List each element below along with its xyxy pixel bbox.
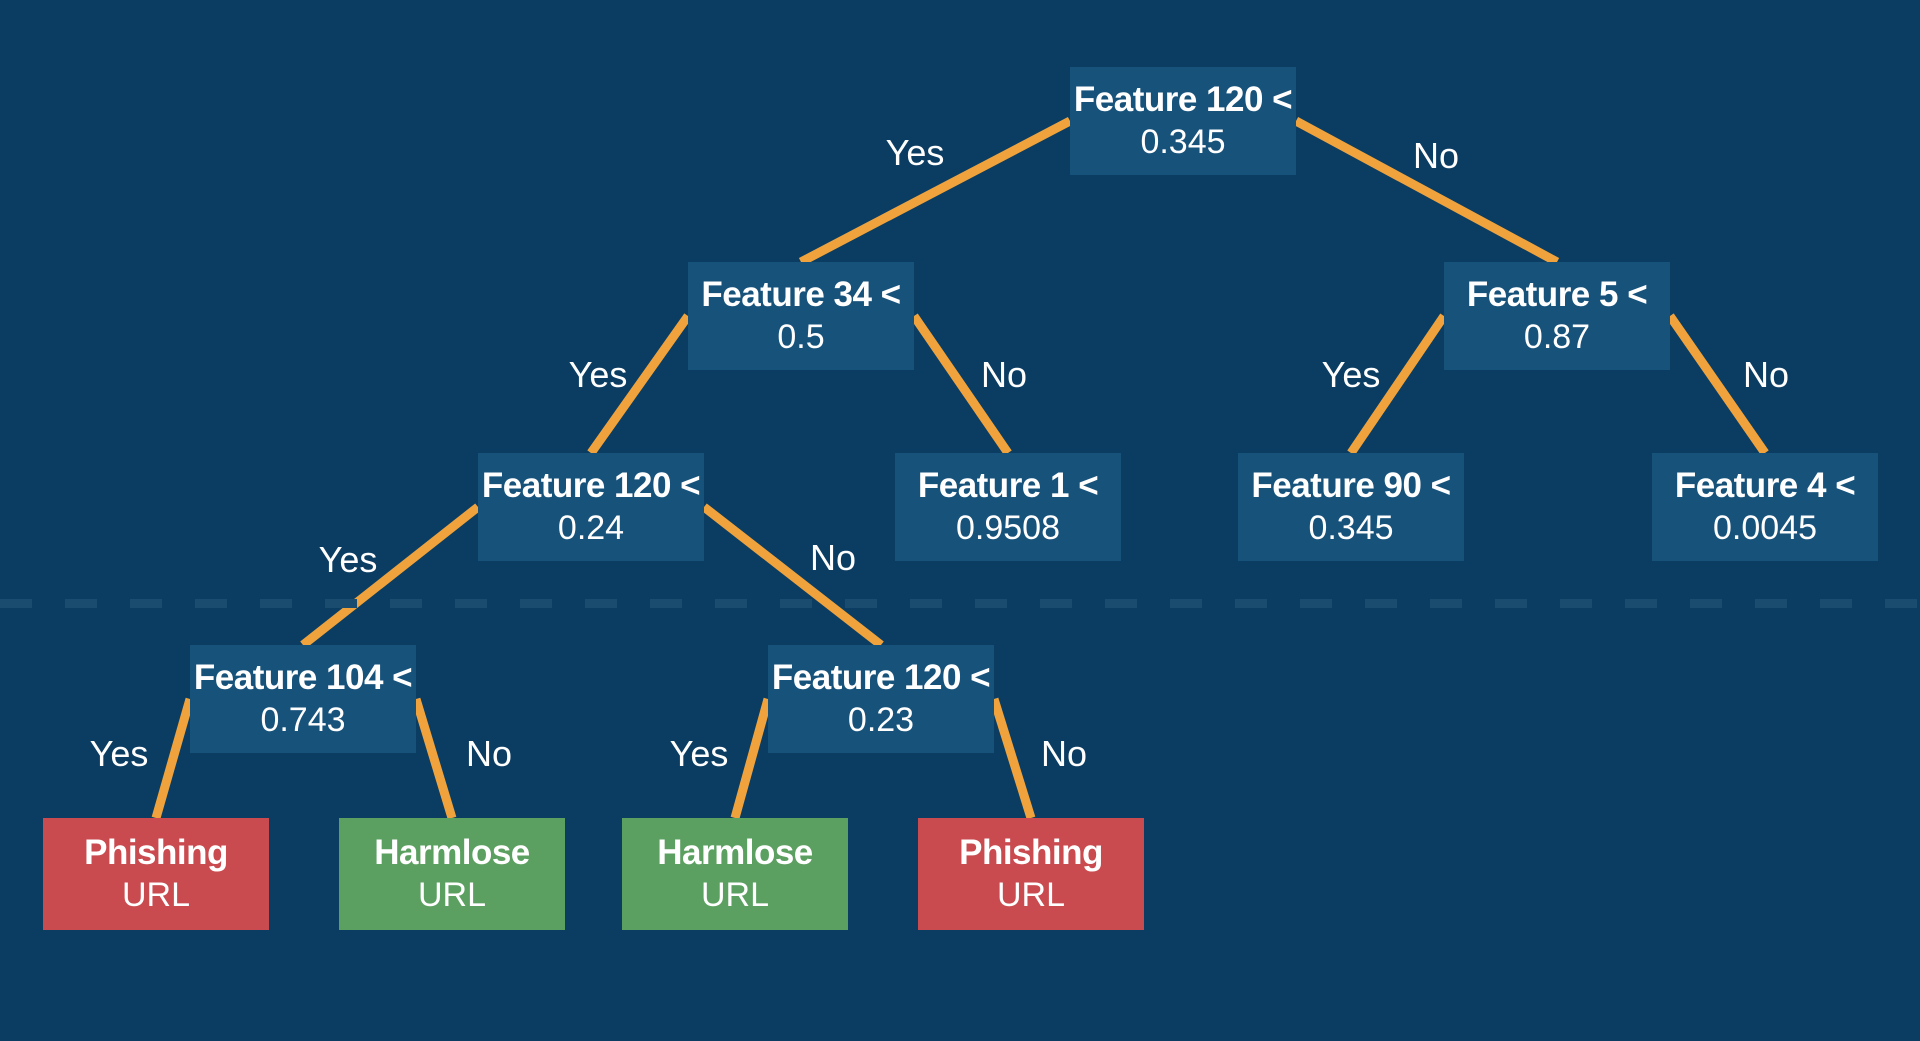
leaf-class-label: Phishing [959,833,1103,872]
edge-feature104-yes [151,697,195,820]
edge-feature5-yes [1347,313,1448,456]
node-threshold: 0.9508 [956,509,1060,547]
leaf-class-label: Phishing [84,833,228,872]
edge-root-yes [798,117,1073,266]
leaf-class-sublabel: URL [700,876,770,914]
edge-label-yes: Yes [885,132,945,173]
edge-label-no: No [1040,733,1088,774]
edge-root-no [1293,117,1560,266]
dashed-divider-line [0,599,1920,608]
decision-node-feature34: Feature 34 < 0.5 [688,262,914,370]
node-title: Feature 4 < [1674,466,1856,505]
decision-node-feature104: Feature 104 < 0.743 [190,645,416,753]
leaf-node-harmless-url-1: Harmlose URL [339,818,565,930]
edge-feature120c-no [989,697,1036,820]
node-title: Feature 5 < [1466,275,1648,314]
leaf-class-sublabel: URL [996,876,1066,914]
node-title: Feature 104 < [193,658,413,697]
leaf-class-sublabel: URL [417,876,487,914]
node-threshold: 0.5 [777,318,825,356]
edge-feature5-no [1666,313,1769,456]
node-threshold: 0.87 [1523,318,1591,356]
edge-label-yes: Yes [669,733,729,774]
node-title: Feature 120 < [481,466,701,505]
decision-node-feature120-023: Feature 120 < 0.23 [768,645,994,753]
node-title: Feature 120 < [771,658,991,697]
edge-label-no: No [980,354,1028,395]
decision-node-feature120-024: Feature 120 < 0.24 [478,453,704,561]
node-title: Feature 1 < [917,466,1099,505]
node-threshold: 0.23 [847,701,915,739]
leaf-node-harmless-url-2: Harmlose URL [622,818,848,930]
decision-node-feature4: Feature 4 < 0.0045 [1652,453,1878,561]
decision-node-feature90: Feature 90 < 0.345 [1238,453,1464,561]
edge-feature104-no [411,697,457,820]
edge-label-yes: Yes [568,354,628,395]
edge-label-no: No [809,537,857,578]
node-threshold: 0.0045 [1713,509,1817,547]
leaf-class-label: Harmlose [657,833,813,872]
node-threshold: 0.345 [1308,509,1394,547]
edge-label-no: No [1412,135,1460,176]
edge-label-yes: Yes [1321,354,1381,395]
node-threshold: 0.24 [557,509,625,547]
edge-label-yes: Yes [318,539,378,580]
edge-label-no: No [1742,354,1790,395]
decision-node-feature5: Feature 5 < 0.87 [1444,262,1670,370]
leaf-class-sublabel: URL [121,876,191,914]
leaf-node-phishing-url-1: Phishing URL [43,818,269,930]
node-title: Feature 120 < [1073,80,1293,119]
leaf-node-phishing-url-2: Phishing URL [918,818,1144,930]
edge-feature120c-yes [730,697,773,820]
decision-node-root-feature120: Feature 120 < 0.345 [1070,67,1296,175]
edge-feature34-no [910,313,1012,456]
edge-feature34-yes [587,313,692,456]
edge-label-no: No [465,733,513,774]
node-threshold: 0.743 [260,701,346,739]
edge-label-yes: Yes [89,733,149,774]
edge-feature120b-no [701,503,884,649]
leaf-class-label: Harmlose [374,833,530,872]
node-title: Feature 90 < [1251,466,1451,505]
node-title: Feature 34 < [701,275,901,314]
edge-feature120b-yes [300,503,481,649]
node-threshold: 0.345 [1140,123,1226,161]
decision-node-feature1: Feature 1 < 0.9508 [895,453,1121,561]
